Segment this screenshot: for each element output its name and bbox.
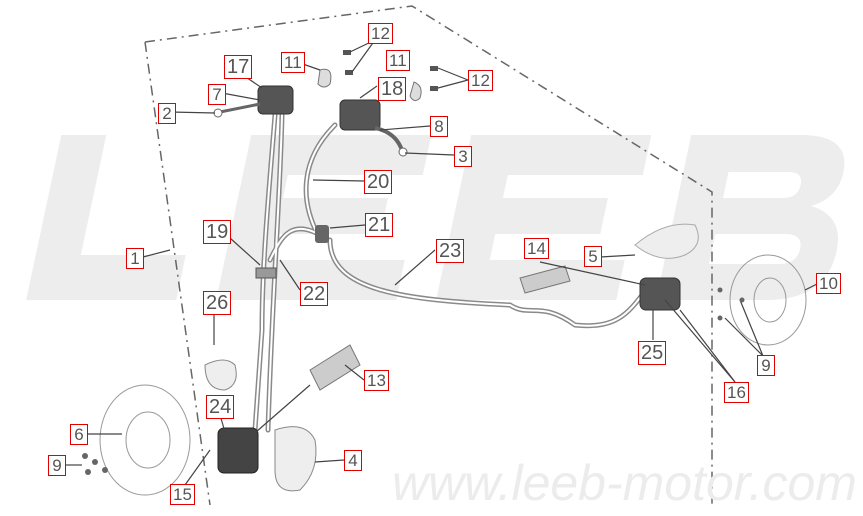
callout-19: 19 bbox=[203, 220, 232, 244]
callout-15: 15 bbox=[170, 484, 195, 505]
callout-16: 16 bbox=[724, 382, 749, 403]
callout-2: 2 bbox=[158, 103, 176, 124]
callout-6: 6 bbox=[70, 424, 88, 445]
right-master-cylinder bbox=[339, 99, 408, 157]
rear-bracket-5 bbox=[634, 223, 699, 259]
bracket-26 bbox=[204, 359, 237, 391]
callout-24: 24 bbox=[206, 395, 235, 419]
junction-21 bbox=[315, 225, 329, 243]
callout-25: 25 bbox=[638, 341, 667, 365]
callout-9-rear: 9 bbox=[757, 355, 775, 376]
callout-8: 8 bbox=[430, 116, 448, 137]
bolts-12 bbox=[343, 50, 438, 91]
callout-22: 22 bbox=[300, 282, 329, 306]
pad-set-13 bbox=[309, 344, 361, 391]
front-pads-4 bbox=[274, 426, 317, 492]
callout-20: 20 bbox=[364, 170, 393, 194]
callout-5: 5 bbox=[584, 246, 602, 267]
clamps-11 bbox=[317, 68, 422, 102]
callout-21: 21 bbox=[365, 213, 394, 237]
clip-19 bbox=[255, 267, 277, 279]
front-caliper-24 bbox=[217, 427, 259, 474]
leader-lines bbox=[66, 39, 818, 486]
callout-13: 13 bbox=[364, 370, 389, 391]
watermark-url: www.leeb-motor.com bbox=[392, 455, 857, 511]
callout-4: 4 bbox=[344, 450, 362, 471]
small-bolts-9 bbox=[82, 287, 745, 475]
callout-1: 1 bbox=[126, 248, 144, 269]
rear-pad-14 bbox=[519, 265, 571, 294]
rear-brake-disc-10 bbox=[729, 254, 807, 346]
callout-3: 3 bbox=[454, 146, 472, 167]
callout-14: 14 bbox=[524, 238, 549, 259]
callout-10: 10 bbox=[816, 273, 841, 294]
assembly-boundary bbox=[144, 5, 713, 506]
callout-18: 18 bbox=[378, 77, 407, 101]
front-brake-disc-6 bbox=[99, 384, 191, 496]
callout-12-right: 12 bbox=[468, 70, 493, 91]
callout-23: 23 bbox=[436, 239, 465, 263]
callout-11-left: 11 bbox=[281, 52, 305, 73]
callout-7: 7 bbox=[208, 84, 226, 105]
rear-caliper bbox=[639, 277, 681, 311]
callout-26: 26 bbox=[203, 291, 232, 315]
callout-9-front: 9 bbox=[48, 455, 66, 476]
callout-12-left: 12 bbox=[368, 23, 393, 44]
callout-11-right: 11 bbox=[386, 50, 410, 71]
callout-17: 17 bbox=[224, 55, 253, 79]
